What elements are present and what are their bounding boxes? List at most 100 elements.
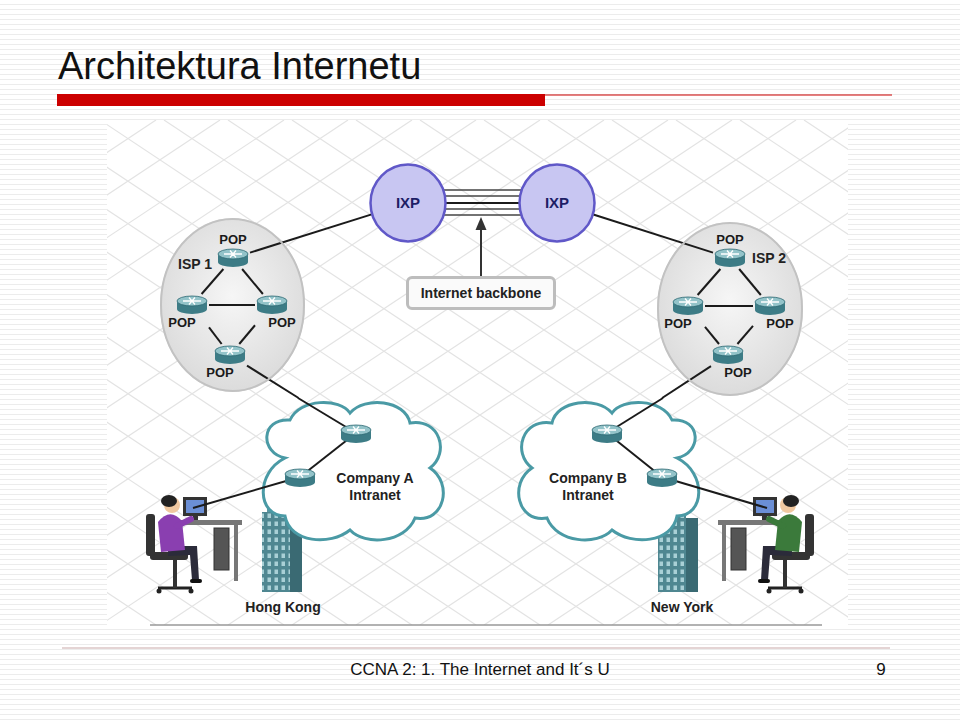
grid-line: [228, 120, 848, 625]
router-top: [713, 346, 743, 356]
link-line: [446, 202, 519, 204]
router-top: [647, 469, 677, 479]
grid-line: [107, 120, 668, 625]
router-icon: [215, 346, 245, 364]
link-line: [239, 325, 255, 344]
router-arrows: [598, 427, 616, 434]
pop-router: POP: [662, 295, 705, 333]
pop-label: POP: [168, 315, 195, 330]
router-icon-frame: [715, 249, 745, 267]
link-line: [705, 327, 719, 344]
pop-label: POP: [716, 232, 743, 247]
grid-line: [107, 120, 540, 625]
router-arrows: [183, 298, 201, 305]
router-icon: [673, 297, 703, 315]
grid-line: [292, 120, 848, 625]
grid-line: [107, 120, 848, 625]
intranet-cloud: Company B Intranet: [512, 398, 707, 545]
link-line: [698, 269, 721, 295]
router-arrows: [263, 298, 281, 305]
grid-line: [107, 120, 668, 625]
router-top: [341, 425, 371, 435]
router-top: [257, 296, 287, 306]
wire: [662, 477, 767, 508]
link-line: [202, 269, 224, 294]
link-line: [250, 214, 372, 252]
router-icon: [755, 297, 785, 315]
router-icon-frame: [257, 296, 287, 314]
intranet-cloud: Company A Intranet: [255, 398, 450, 545]
ixp-ellipse: IXP: [369, 163, 447, 243]
router-top: [177, 296, 207, 306]
pop-label: POP: [724, 365, 751, 380]
ixp-label: IXP: [545, 194, 569, 212]
grid-line: [356, 120, 848, 625]
grid-line: [484, 120, 848, 625]
pop-router: POP: [753, 295, 796, 333]
router-top: [592, 425, 622, 435]
pop-router: POP: [711, 344, 754, 382]
isp-outline: [658, 223, 802, 395]
router-icon-frame: [713, 346, 743, 364]
isp-region: POP POP POP POP ISP 2: [657, 222, 803, 396]
page-number: 9: [876, 660, 885, 680]
cloud-outline: [519, 403, 699, 540]
isp-outline: [161, 219, 304, 391]
grid-line: [107, 120, 412, 625]
title-bar: [57, 94, 545, 106]
link-line: [737, 326, 753, 344]
footer-text: CCNA 2: 1. The Internet and It´s U: [350, 660, 610, 680]
slide-title: Architektura Internetu: [58, 44, 421, 88]
router-arrows: [653, 471, 671, 478]
ixp-outline: [371, 165, 446, 242]
callout-box: Internet backbone: [406, 276, 557, 310]
router-top: [715, 249, 745, 259]
router-icon: [341, 425, 371, 443]
pop-router: POP: [713, 230, 747, 270]
router-icon-frame: [177, 296, 207, 314]
wire: [193, 477, 300, 508]
grid-line: [612, 120, 848, 625]
grid-line: [292, 120, 848, 625]
pop-label: POP: [268, 315, 295, 330]
router-arrows: [761, 299, 779, 306]
router-icon: [715, 249, 745, 267]
grid-line: [107, 120, 604, 625]
ixp-ellipse: IXP: [518, 163, 596, 243]
grid-line: [107, 120, 732, 625]
router-arrows: [224, 251, 242, 258]
cloud-outline: [263, 403, 443, 540]
grid-line: [107, 120, 848, 625]
router-arrows: [347, 427, 365, 434]
router-icon: [285, 469, 315, 487]
isp-ground: [657, 222, 803, 396]
image-ground: [107, 120, 848, 625]
isp-label: ISP 1: [178, 256, 212, 272]
router-icon: [647, 469, 677, 487]
router-icon-frame: [218, 249, 248, 267]
isp-region: POPPOPPOPPOPISP 1: [160, 218, 305, 392]
lattice: [107, 120, 848, 625]
link-line: [209, 327, 222, 344]
link-line: [705, 305, 753, 307]
grid-line: [420, 120, 848, 625]
grid-line: [484, 120, 848, 625]
leader-arrowhead: [476, 217, 487, 230]
grid-line: [107, 120, 476, 625]
isp-ground: [160, 218, 305, 392]
workstation: [718, 495, 814, 594]
router-top: [215, 346, 245, 356]
router-icon: [592, 425, 622, 443]
router-icon: [218, 249, 248, 267]
link-line: [209, 304, 255, 306]
router-icon-frame: [755, 297, 785, 315]
place-label: New York: [651, 599, 714, 616]
pop-label: POP: [766, 316, 793, 331]
isp-label: ISP 2: [752, 250, 786, 266]
router-icon: [177, 296, 207, 314]
footer-rule: [62, 648, 890, 649]
pop-router: POP: [255, 294, 298, 332]
